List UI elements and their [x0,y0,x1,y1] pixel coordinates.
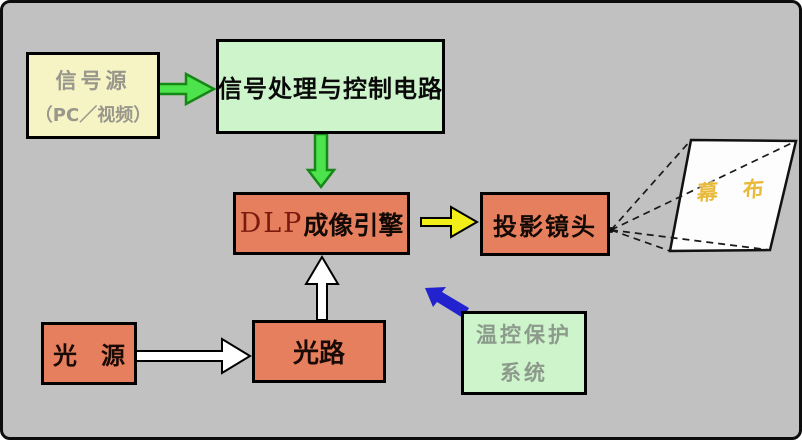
thermal-protection-label-line1: 温控保护 [476,323,572,347]
white-arrow-up-icon [304,255,340,321]
blue-arrow-upleft-icon [425,287,469,318]
dlp-engine-label-zh: 成像引擎 [303,210,404,240]
node-dlp-engine: DLP 成像引擎 [233,192,410,255]
dlp-engine-label-en: DLP [239,208,304,239]
light-source-label: 光 源 [53,342,125,370]
green-arrow-right-icon [153,71,217,107]
green-arrow-down-icon [305,132,337,190]
node-signal-processing: 信号处理与控制电路 [216,39,445,134]
node-light-source: 光 源 [41,322,137,385]
signal-source-label-line2: （PC／视频） [34,104,152,126]
node-projection-lens: 投影镜头 [480,192,610,256]
light-path-label: 光路 [292,339,345,369]
screen-label: 幕 布 [696,176,767,206]
node-light-path: 光路 [252,320,386,383]
signal-processing-label: 信号处理与控制电路 [218,75,443,103]
projection-cone-dashed-lines [610,139,797,252]
white-arrow-right-icon [135,337,252,375]
signal-source-label-line1: 信号源 [55,68,131,93]
projection-lens-label: 投影镜头 [493,212,597,241]
node-thermal-protection: 温控保护 系统 [461,311,587,395]
diagram-shapes-layer [135,71,798,375]
thermal-protection-label-line2: 系统 [500,361,548,385]
yellow-arrow-right-icon [420,205,480,239]
node-signal-source: 信号源 （PC／视频） [26,52,160,139]
